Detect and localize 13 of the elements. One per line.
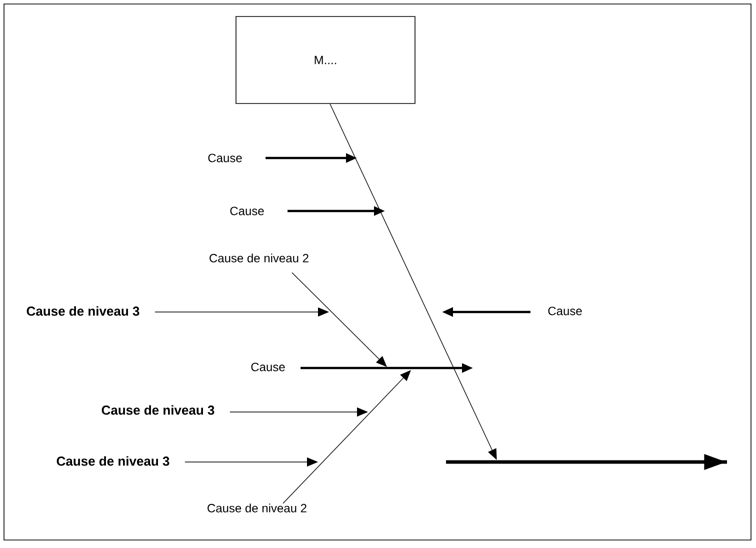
cause-label: Cause de niveau 3 [26,306,140,316]
cause-label: Cause de niveau 2 [208,504,306,512]
arrow [292,272,387,367]
cause-label: Cause [251,362,285,372]
arrow [282,370,411,504]
title-box: M.... [236,16,416,104]
cause-label: Cause de niveau 3 [102,405,214,415]
cause-label: Cause [230,206,264,216]
spine-arrow [446,454,727,470]
cause-label: Cause de niveau 2 [210,254,308,262]
cause-label: Cause [548,306,582,316]
cause-label: Cause de niveau 3 [56,456,170,466]
cause-label: Cause [208,154,242,162]
